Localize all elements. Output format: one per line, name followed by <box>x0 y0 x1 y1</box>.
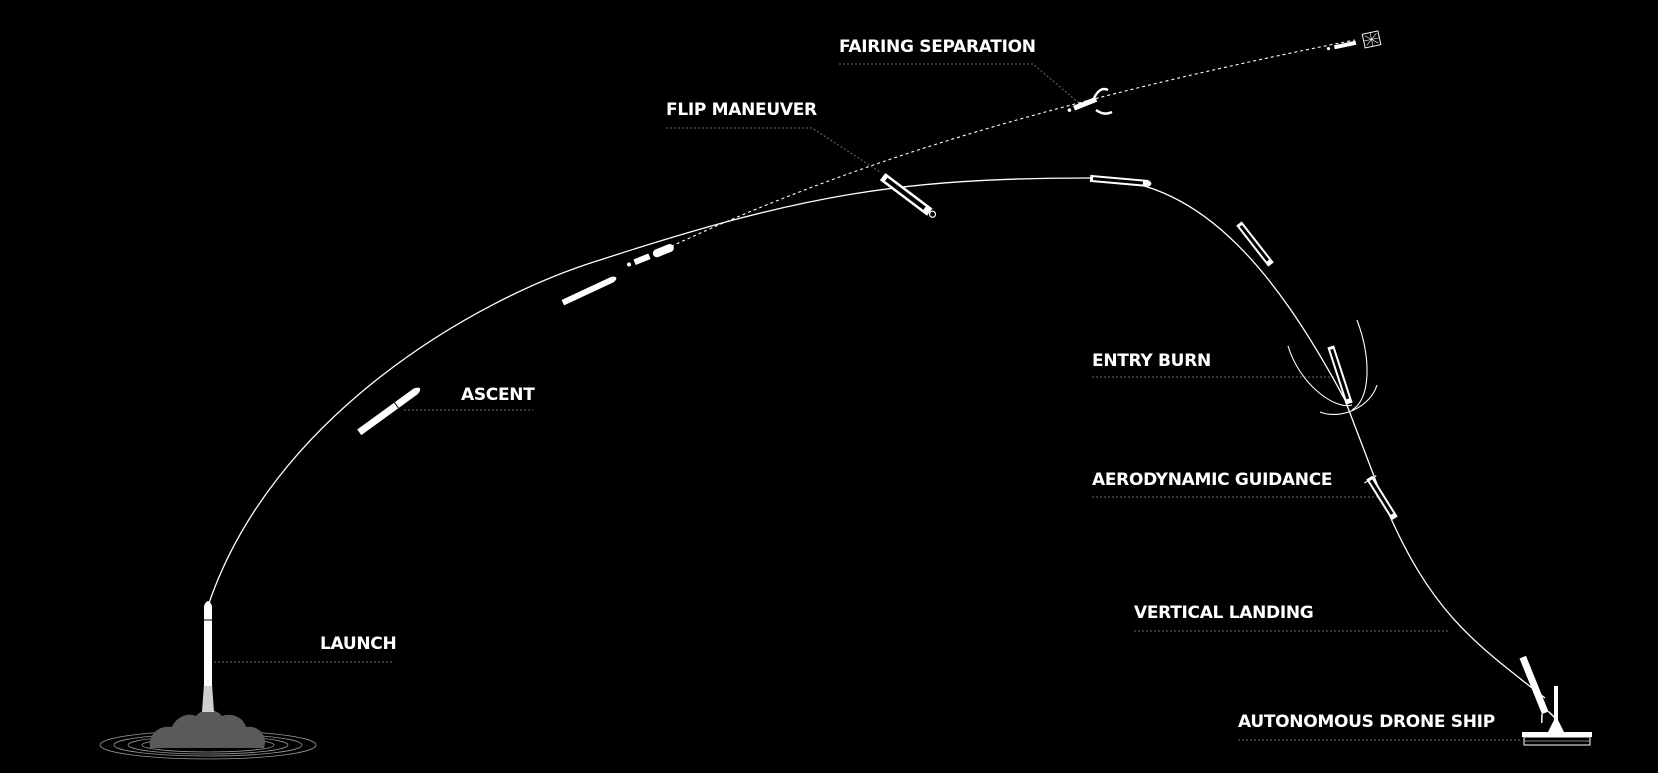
second-stage-trajectory <box>654 39 1356 255</box>
label-entry-burn: ENTRY BURN <box>1092 351 1211 371</box>
leader-line-fairing-separation <box>839 63 1080 104</box>
booster-descent-icon <box>1236 221 1274 267</box>
drone-ship-icon <box>1522 686 1592 746</box>
label-launch: LAUNCH <box>320 634 397 654</box>
booster-flip-icon <box>879 173 937 218</box>
launch-pad <box>99 684 317 760</box>
label-aerodynamic-guidance: AERODYNAMIC GUIDANCE <box>1092 470 1333 490</box>
first-stage-trajectory <box>207 177 1546 699</box>
leader-lines <box>214 63 1520 741</box>
launch-smoke <box>149 710 266 748</box>
booster-aero-guidance-icon <box>1364 475 1398 521</box>
entry-burn-plume <box>1287 319 1378 416</box>
rocket-launch-icon <box>204 601 212 686</box>
label-ascent: ASCENT <box>461 385 535 405</box>
label-autonomous-drone-ship: AUTONOMOUS DRONE SHIP <box>1238 712 1495 732</box>
rocket-upper-ascent-icon <box>561 276 617 306</box>
label-flip-maneuver: FLIP MANEUVER <box>666 100 817 120</box>
booster-boostback-icon <box>1089 174 1152 187</box>
entry-burn-icon <box>1287 319 1378 416</box>
rocket-ascent-icon <box>357 387 421 436</box>
fairing-separation-icon <box>1067 87 1113 115</box>
label-fairing-separation: FAIRING SEPARATION <box>839 37 1036 57</box>
leader-line-flip-maneuver <box>666 127 881 173</box>
booster-landing-icon <box>1519 655 1556 723</box>
launch-exhaust <box>202 684 214 712</box>
second-stage-icon <box>1326 30 1382 51</box>
stage-separation-icon <box>627 244 674 267</box>
label-vertical-landing: VERTICAL LANDING <box>1134 603 1314 623</box>
